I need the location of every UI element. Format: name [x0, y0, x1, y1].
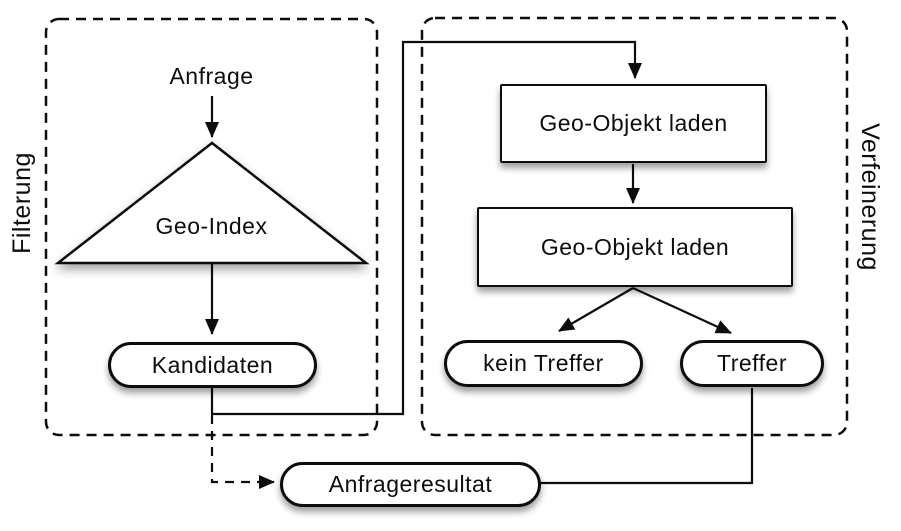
load2-to-treffer-arrow — [632, 287, 732, 334]
refinement-section-border — [420, 16, 849, 437]
load2-to-keintreffer-arrow — [558, 287, 634, 332]
kandidaten-to-load1-connector — [210, 40, 642, 416]
filtering-section-label: Filterung — [7, 152, 36, 254]
load-geo-object-node-2: Geo-Objekt laden — [477, 207, 793, 287]
kein-treffer-node: kein Treffer — [444, 340, 643, 387]
anfrage-label: Anfrage — [169, 62, 254, 89]
anfrageresultat-node: Anfrageresultat — [280, 462, 541, 507]
load-geo-object-node-1: Geo-Objekt laden — [500, 84, 767, 163]
kandidaten-to-result-dashed-arrow — [210, 415, 275, 489]
geo-index-triangle — [54, 141, 370, 265]
kandidaten-node: Kandidaten — [108, 342, 317, 388]
refinement-section-label: Verfeinerung — [856, 123, 885, 271]
treffer-to-result-connector — [540, 388, 754, 485]
geo-index-label: Geo-Index — [155, 212, 268, 239]
treffer-node: Treffer — [680, 340, 824, 387]
